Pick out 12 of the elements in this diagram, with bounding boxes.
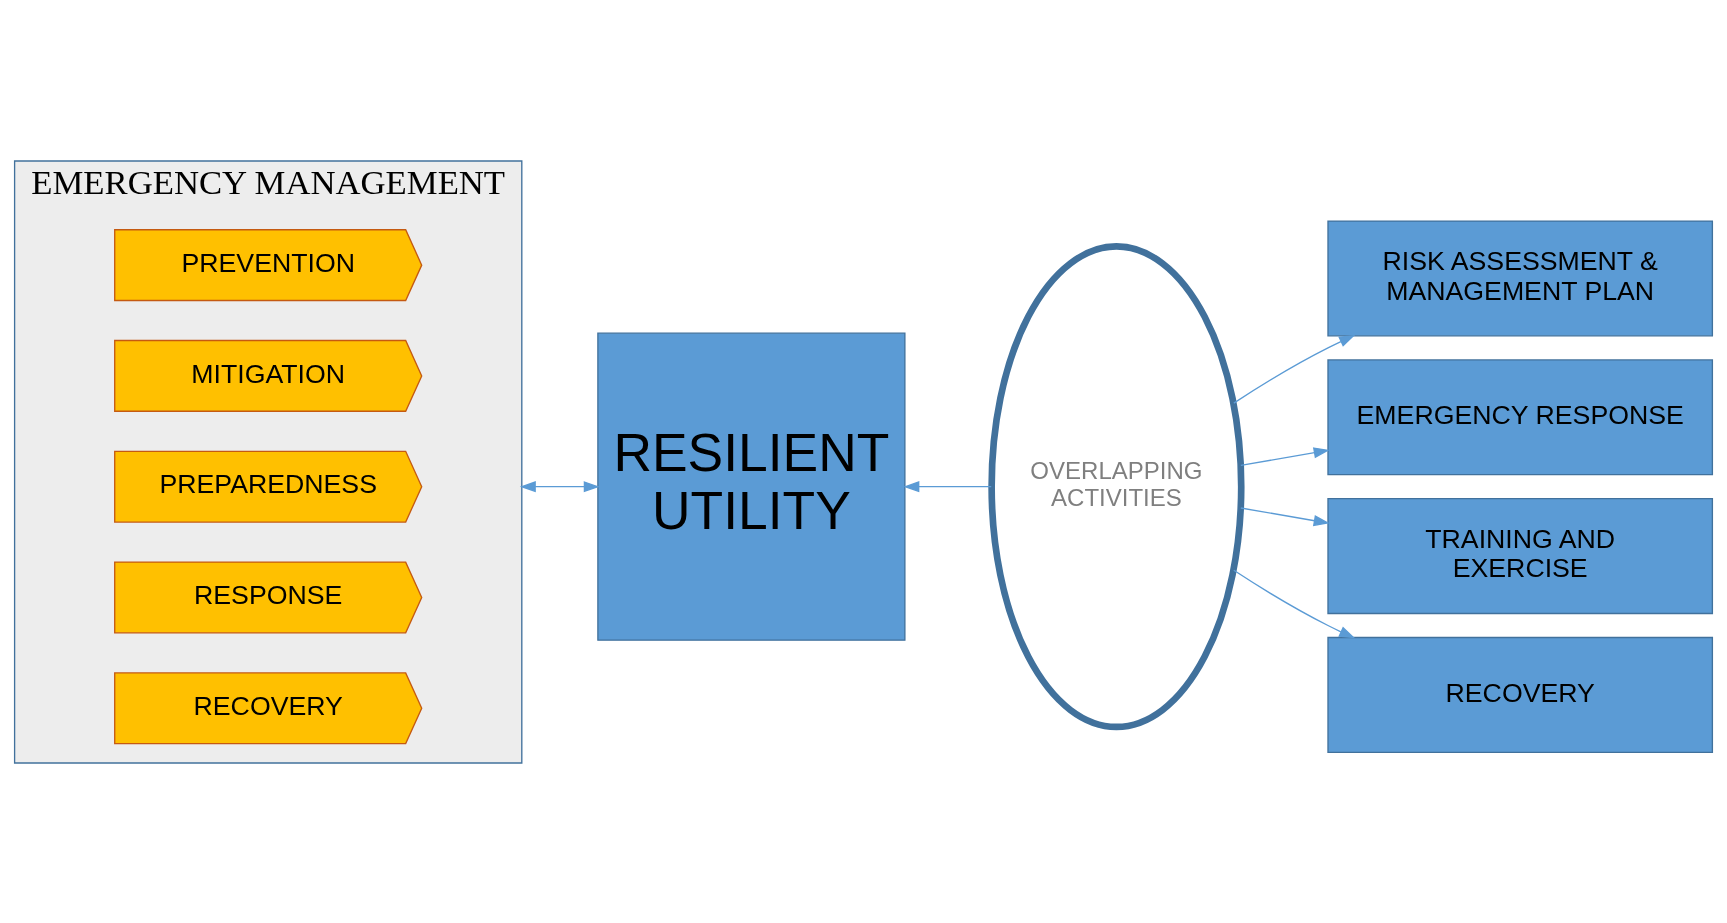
node-box: TRAINING AND EXERCISE (1327, 497, 1714, 614)
arrow (903, 480, 992, 492)
arrow (1233, 569, 1356, 638)
arrow (1240, 446, 1330, 466)
node-box: RESILIENT UTILITY (597, 332, 906, 641)
node-box: RECOVERY (1327, 636, 1714, 753)
arrow (1240, 506, 1330, 526)
arrow (1233, 334, 1356, 404)
node-ellipse: OVERLAPPING ACTIVITIES (988, 242, 1245, 730)
arrow (519, 480, 600, 492)
node-box: EMERGENCY RESPONSE (1327, 358, 1714, 475)
node-box: RISK ASSESSMENT & MANAGEMENT PLAN (1327, 219, 1714, 337)
